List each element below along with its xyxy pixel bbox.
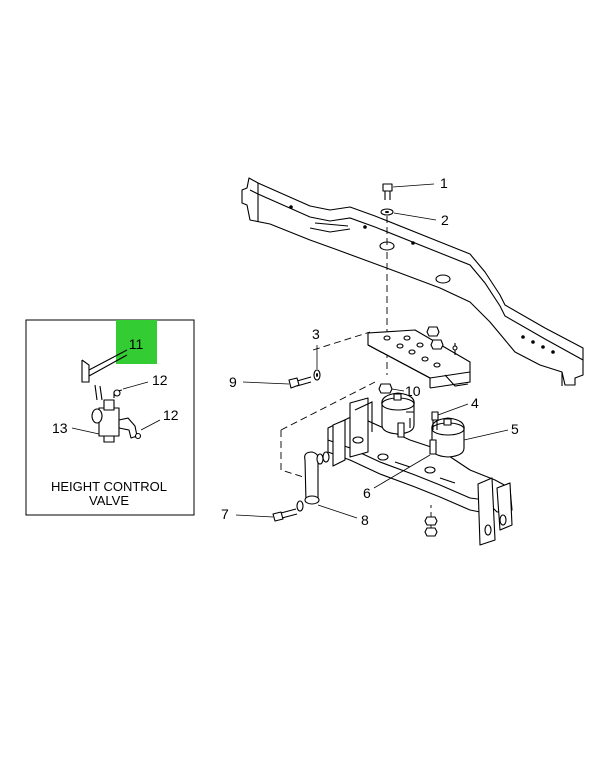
- link-rod-icon: [304, 451, 330, 505]
- callout-12-side[interactable]: 12: [163, 407, 179, 423]
- washer-icon: [296, 500, 304, 512]
- callout-13[interactable]: 13: [52, 420, 68, 436]
- callout-10[interactable]: 10: [405, 383, 421, 399]
- callout-7[interactable]: 7: [221, 506, 229, 522]
- air-spring-icon: [431, 417, 465, 458]
- callout-8[interactable]: 8: [361, 512, 369, 528]
- callout-11-highlight[interactable]: [116, 320, 157, 364]
- callout-11[interactable]: 11: [129, 336, 144, 352]
- callout-1[interactable]: 1: [440, 175, 448, 191]
- stud-icon: [397, 411, 439, 455]
- bolt-icon: [272, 508, 298, 522]
- callout-2[interactable]: 2: [441, 212, 449, 228]
- callout-12-top[interactable]: 12: [152, 372, 168, 388]
- bolt-icon: [288, 376, 312, 389]
- upper-mounting-bracket: [367, 326, 471, 389]
- nut-icon: [424, 516, 438, 537]
- air-spring-icon: [381, 392, 415, 435]
- callout-9[interactable]: 9: [229, 374, 237, 390]
- inset-caption-line2: VALVE: [89, 493, 129, 508]
- callout-6[interactable]: 6: [363, 485, 371, 501]
- callout-5[interactable]: 5: [511, 421, 519, 437]
- inset-panel: 11 12 12 13 HEIGHT CONTROL VALVE: [25, 319, 195, 516]
- inset-caption-line1: HEIGHT CONTROL: [51, 479, 167, 494]
- washer-icon: [380, 208, 394, 216]
- callout-3[interactable]: 3: [312, 326, 320, 342]
- callout-4[interactable]: 4: [471, 395, 479, 411]
- bolt-icon: [382, 183, 393, 200]
- height-control-valve-icon: [81, 349, 142, 443]
- frame-crossmember: [241, 177, 584, 386]
- washer-icon: [313, 369, 321, 381]
- lower-suspension-bracket: [327, 397, 513, 546]
- nut-icon: [378, 383, 393, 394]
